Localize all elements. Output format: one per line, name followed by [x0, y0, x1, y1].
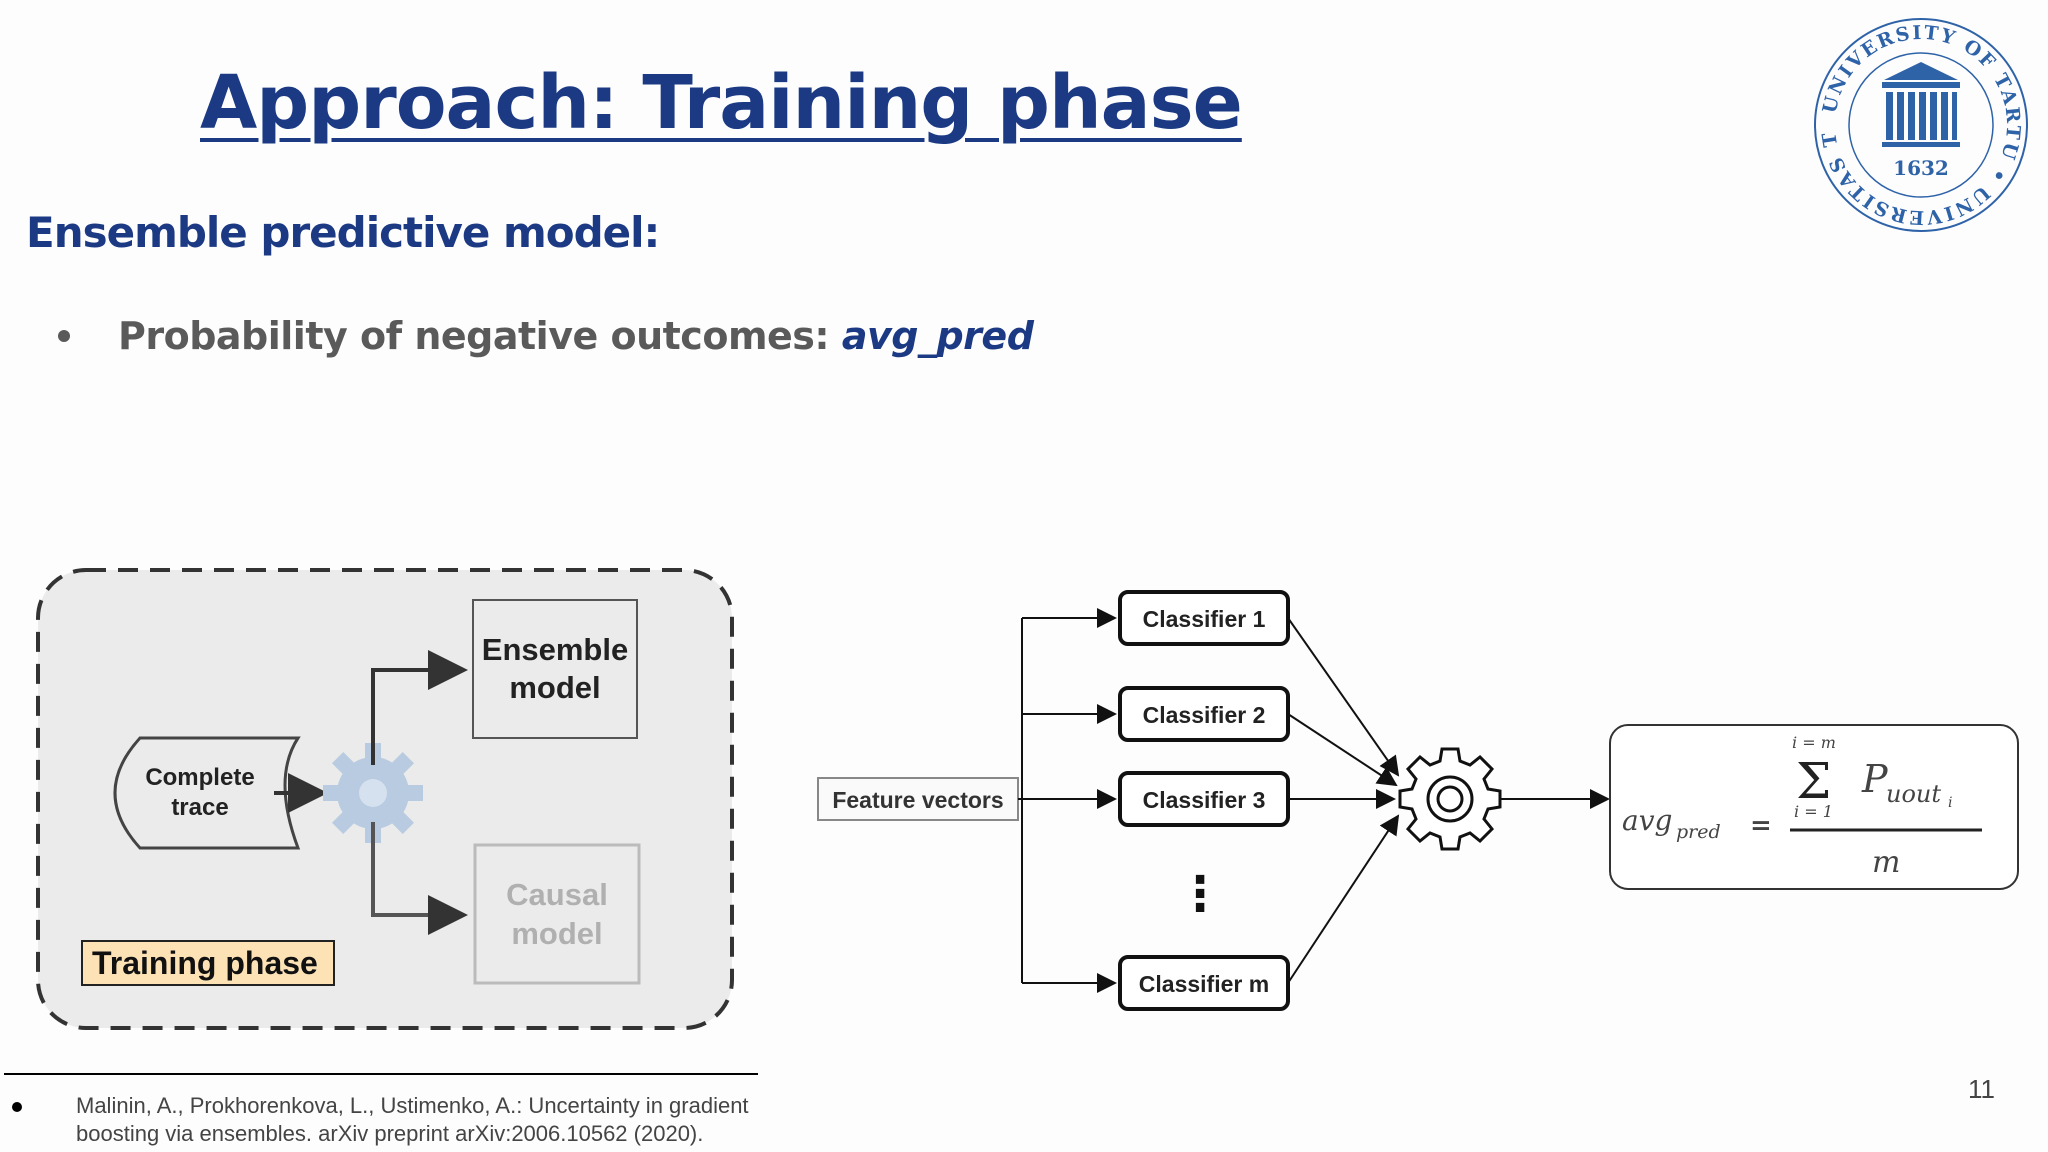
trace-label-line2: trace — [171, 794, 228, 821]
svg-text:avg: avg — [1622, 804, 1672, 837]
complete-trace-shape — [113, 736, 301, 850]
svg-text:P: P — [1861, 757, 1889, 801]
bullet-item: Probability of negative outcomes: avg_pr… — [58, 314, 1034, 358]
ensemble-label-line2: model — [509, 670, 600, 705]
classifier-box-3: Classifier 3 — [1118, 771, 1290, 827]
ensemble-classifier-diagram: Feature vectors Classifier 1 Classifier … — [817, 590, 2019, 1011]
aggregation-gear-icon — [1398, 747, 1502, 851]
formula-box — [1609, 724, 2019, 890]
reference-text: Malinin, A., Prokhorenkova, L., Ustimenk… — [76, 1093, 749, 1146]
university-logo: UNIVERSITY OF TARTU • UNIVERSITAS TARTUE… — [1808, 12, 2028, 232]
footnote-separator — [4, 1073, 758, 1075]
causal-label-line2: model — [511, 916, 602, 951]
slide-subtitle: Ensemble predictive model: — [26, 208, 660, 257]
bullet-variable: avg_pred — [841, 314, 1034, 358]
arrow-to-ensemble — [371, 650, 468, 765]
avg-pred-formula: avg pred = i = m Σ i = 1 P uout i m — [1622, 733, 1982, 880]
slide-title: Approach: Training phase — [200, 60, 1243, 146]
svg-text:Classifier 1: Classifier 1 — [1143, 606, 1266, 632]
feature-vectors-label: Feature vectors — [832, 787, 1003, 813]
gear-icon — [323, 743, 423, 843]
ensemble-model-box — [472, 599, 638, 739]
svg-text:Classifier m: Classifier m — [1139, 971, 1269, 997]
svg-text:i: i — [1948, 795, 1952, 811]
classifier-box-2: Classifier 2 — [1118, 686, 1290, 742]
svg-text:uout: uout — [1886, 780, 1941, 808]
causal-model-box — [473, 843, 641, 985]
svg-text:Classifier 2: Classifier 2 — [1143, 702, 1266, 728]
building-icon — [1882, 62, 1960, 147]
classifier-ellipsis: ⋮ — [1176, 866, 1224, 922]
logo-year: 1632 — [1893, 156, 1949, 180]
svg-text:pred: pred — [1676, 821, 1721, 843]
classifier-box-m: Classifier m — [1118, 955, 1290, 1011]
svg-text:i = m: i = m — [1792, 733, 1836, 752]
logo-ring-text: UNIVERSITY OF TARTU • UNIVERSITAS TARTUE… — [1808, 12, 2024, 228]
classifier-box-1: Classifier 1 — [1118, 590, 1290, 646]
causal-label-line1: Causal — [506, 877, 608, 912]
svg-text:m: m — [1872, 845, 1900, 880]
svg-text:=: = — [1750, 811, 1772, 841]
page-number: 11 — [1968, 1074, 1995, 1104]
svg-text:Classifier 3: Classifier 3 — [1143, 787, 1266, 813]
training-phase-label-bg — [81, 940, 335, 986]
reference-bullet — [12, 1102, 22, 1112]
training-phase-diagram: Complete trace Ensemble model Causal mod… — [36, 568, 734, 1030]
svg-text:i = 1: i = 1 — [1794, 802, 1833, 821]
ensemble-label-line1: Ensemble — [482, 632, 628, 667]
bullet-text: Probability of negative outcomes: — [118, 314, 842, 358]
reference-footnote: Malinin, A., Prokhorenkova, L., Ustimenk… — [12, 1092, 772, 1148]
svg-text:Σ: Σ — [1796, 752, 1831, 810]
arrow-to-causal — [371, 822, 468, 935]
trace-label-line1: Complete — [145, 764, 254, 791]
bullet-dot — [58, 329, 70, 342]
training-phase-label: Training phase — [92, 945, 318, 981]
